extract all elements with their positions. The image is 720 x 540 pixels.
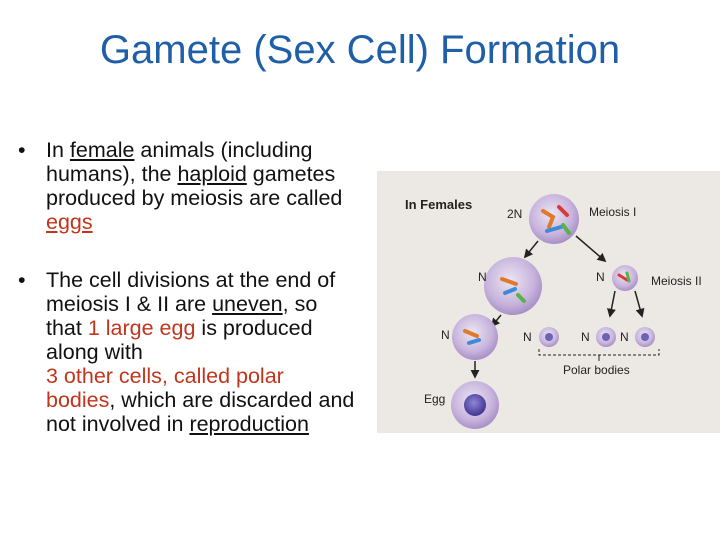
bullet-uneven-division: • The cell divisions at the end of meiosi…	[18, 268, 358, 436]
text: , which are discarded and not involved i…	[46, 388, 355, 436]
polar-bodies: N N N Polar bodies	[523, 327, 660, 377]
term-other-cells: 3 other cells, called	[46, 364, 237, 388]
label-n-pb2: N	[581, 330, 590, 344]
text: gametes produced by meiosis are called	[46, 162, 343, 210]
figure-heading: In Females	[405, 197, 472, 212]
bullet-dot-icon: •	[18, 138, 26, 162]
label-n-ootid: N	[441, 328, 450, 342]
label-n-pb1: N	[523, 330, 532, 344]
term-eggs: eggs	[46, 210, 93, 234]
term-uneven: uneven	[212, 292, 283, 316]
term-haploid: haploid	[177, 162, 247, 186]
label-2n: 2N	[507, 207, 522, 221]
oogenesis-figure: In Females 2N Meiosis I N N Meiosis II	[377, 171, 720, 433]
first-polar-body	[612, 265, 638, 291]
secondary-oocyte	[484, 257, 542, 315]
text: In	[46, 138, 70, 162]
text: is produced along with	[46, 316, 313, 364]
bullet-female-eggs: • In female animals (including humans), t…	[18, 138, 358, 234]
label-meiosis-1: Meiosis I	[589, 205, 636, 219]
label-n-polar: N	[596, 270, 605, 284]
ootid-cell	[452, 314, 498, 360]
term-polar-bodies: polar bodies	[46, 364, 284, 412]
slide-title: Gamete (Sex Cell) Formation	[99, 28, 621, 72]
bullet-list: • In female animals (including humans), t…	[18, 138, 358, 436]
text: animals (including humans), the	[46, 138, 313, 186]
text: The cell divisions at the end of meiosis…	[46, 268, 336, 316]
text: , so that	[46, 292, 318, 340]
term-reproduction: reproduction	[189, 412, 309, 436]
term-large-egg: 1 large egg	[87, 316, 196, 340]
label-egg: Egg	[424, 392, 445, 406]
label-n-pb3: N	[620, 330, 629, 344]
label-n-oocyte: N	[478, 270, 487, 284]
label-polar-bodies: Polar bodies	[563, 363, 630, 377]
egg-cell	[451, 381, 499, 429]
bullet-dot-icon: •	[18, 268, 26, 292]
label-meiosis-2: Meiosis II	[651, 274, 702, 288]
parent-cell	[529, 194, 579, 244]
term-female: female	[69, 138, 135, 162]
